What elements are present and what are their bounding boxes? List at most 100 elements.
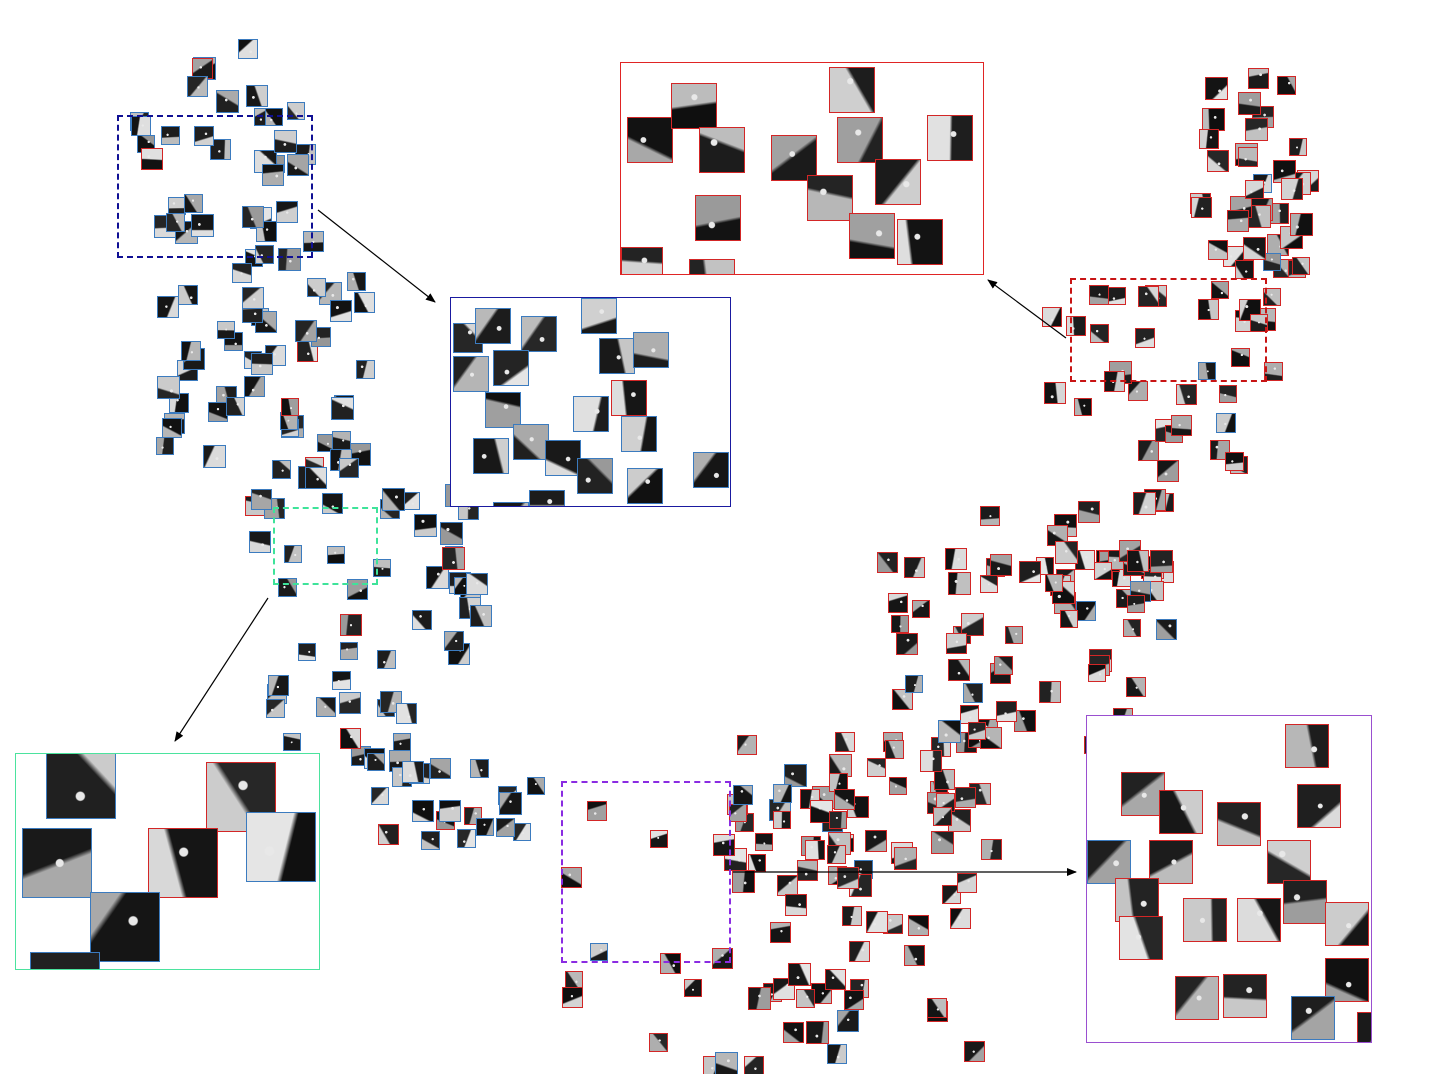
ct-nodule-thumbnail — [829, 67, 875, 113]
ct-nodule-thumbnail — [897, 219, 943, 265]
ct-nodule-thumbnail — [963, 683, 983, 703]
ct-nodule-thumbnail — [90, 892, 160, 962]
ct-nodule-thumbnail — [1126, 677, 1146, 697]
ct-nodule-thumbnail — [226, 397, 245, 416]
ct-nodule-thumbnail — [1227, 210, 1249, 232]
ct-nodule-thumbnail — [1245, 118, 1268, 141]
ct-nodule-thumbnail — [356, 360, 375, 379]
ct-nodule-thumbnail — [892, 689, 913, 710]
ct-nodule-thumbnail — [148, 828, 218, 898]
ct-nodule-thumbnail — [770, 922, 791, 943]
ct-nodule-thumbnail — [964, 1041, 985, 1062]
ct-nodule-thumbnail — [693, 452, 729, 488]
ct-nodule-thumbnail — [671, 83, 717, 129]
ct-nodule-thumbnail — [166, 213, 185, 232]
ct-nodule-thumbnail — [1198, 299, 1219, 320]
ct-nodule-thumbnail — [796, 989, 815, 1008]
ct-nodule-thumbnail — [30, 952, 100, 969]
ct-nodule-thumbnail — [1076, 601, 1096, 621]
ct-nodule-thumbnail — [156, 437, 174, 455]
ct-nodule-thumbnail — [829, 811, 847, 829]
ct-nodule-thumbnail — [485, 392, 521, 428]
ct-nodule-thumbnail — [442, 547, 465, 570]
ct-nodule-thumbnail — [284, 545, 302, 563]
ct-nodule-thumbnail — [783, 1022, 804, 1043]
ct-nodule-thumbnail — [908, 915, 929, 936]
ct-nodule-thumbnail — [330, 300, 352, 322]
ct-nodule-thumbnail — [1191, 197, 1212, 218]
ct-nodule-thumbnail — [1157, 460, 1179, 482]
ct-nodule-thumbnail — [327, 546, 345, 564]
ct-nodule-thumbnail — [332, 671, 351, 690]
ct-nodule-thumbnail — [1183, 898, 1227, 942]
ct-nodule-thumbnail — [339, 692, 361, 714]
ct-nodule-thumbnail — [1292, 257, 1310, 275]
cluster-box-blue — [117, 115, 313, 258]
ct-nodule-thumbnail — [573, 396, 609, 432]
ct-nodule-thumbnail — [633, 332, 669, 368]
cluster-box-purple — [561, 781, 731, 963]
ct-nodule-thumbnail — [834, 789, 855, 810]
ct-nodule-thumbnail — [440, 522, 463, 545]
ct-nodule-thumbnail — [1291, 996, 1335, 1040]
ct-nodule-thumbnail — [1119, 916, 1163, 960]
ct-nodule-thumbnail — [347, 272, 366, 291]
ct-nodule-thumbnail — [276, 201, 298, 223]
ct-nodule-thumbnail — [611, 380, 647, 416]
ct-nodule-thumbnail — [1208, 240, 1228, 260]
ct-nodule-thumbnail — [1127, 595, 1145, 613]
ct-nodule-thumbnail — [1243, 237, 1266, 260]
ct-nodule-thumbnail — [1283, 880, 1327, 924]
ct-nodule-thumbnail — [562, 987, 583, 1008]
ct-nodule-thumbnail — [157, 296, 179, 318]
ct-nodule-thumbnail — [771, 135, 817, 181]
ct-nodule-thumbnail — [1199, 129, 1219, 149]
ct-nodule-thumbnail — [1045, 574, 1063, 592]
ct-nodule-thumbnail — [1044, 382, 1066, 404]
ct-nodule-thumbnail — [981, 839, 1002, 860]
zoom-panel-purple — [1086, 715, 1372, 1043]
ct-nodule-thumbnail — [788, 963, 811, 986]
ct-nodule-thumbnail — [773, 784, 792, 803]
ct-nodule-thumbnail — [905, 675, 923, 693]
ct-nodule-thumbnail — [412, 800, 434, 822]
ct-nodule-thumbnail — [1055, 541, 1078, 564]
ct-nodule-thumbnail — [934, 769, 955, 790]
ct-nodule-thumbnail — [283, 733, 301, 751]
ct-nodule-thumbnail — [1211, 281, 1229, 299]
ct-nodule-thumbnail — [1019, 561, 1041, 583]
ct-nodule-thumbnail — [1039, 681, 1061, 703]
ct-nodule-thumbnail — [894, 847, 917, 870]
ct-nodule-thumbnail — [581, 298, 617, 334]
ct-nodule-thumbnail — [1090, 324, 1109, 343]
ct-nodule-thumbnail — [242, 206, 264, 228]
ct-nodule-thumbnail — [1159, 790, 1203, 834]
ct-nodule-thumbnail — [1005, 626, 1023, 644]
ct-nodule-thumbnail — [684, 979, 702, 997]
ct-nodule-thumbnail — [242, 287, 264, 309]
ct-nodule-thumbnail — [1115, 878, 1159, 922]
ct-nodule-thumbnail — [866, 911, 888, 933]
ct-nodule-thumbnail — [1357, 1012, 1371, 1042]
ct-nodule-thumbnail — [217, 321, 235, 339]
ct-nodule-thumbnail — [249, 531, 271, 553]
ct-nodule-thumbnail — [877, 552, 898, 573]
ct-nodule-thumbnail — [933, 807, 952, 826]
ct-nodule-thumbnail — [737, 735, 757, 755]
ct-nodule-thumbnail — [621, 416, 657, 452]
ct-nodule-thumbnail — [961, 613, 984, 636]
ct-nodule-thumbnail — [287, 154, 309, 176]
ct-nodule-thumbnail — [377, 650, 396, 669]
ct-nodule-thumbnail — [773, 811, 791, 829]
ct-nodule-thumbnail — [298, 643, 316, 661]
ct-nodule-thumbnail — [896, 633, 918, 655]
ct-nodule-thumbnail — [1210, 440, 1230, 460]
ct-nodule-thumbnail — [1156, 619, 1177, 640]
ct-nodule-thumbnail — [712, 948, 733, 969]
ct-nodule-thumbnail — [1235, 260, 1254, 279]
ct-nodule-thumbnail — [784, 764, 807, 787]
ct-nodule-thumbnail — [216, 90, 239, 113]
ct-nodule-thumbnail — [1290, 213, 1313, 236]
ct-nodule-thumbnail — [1216, 413, 1236, 433]
ct-nodule-thumbnail — [278, 248, 301, 271]
